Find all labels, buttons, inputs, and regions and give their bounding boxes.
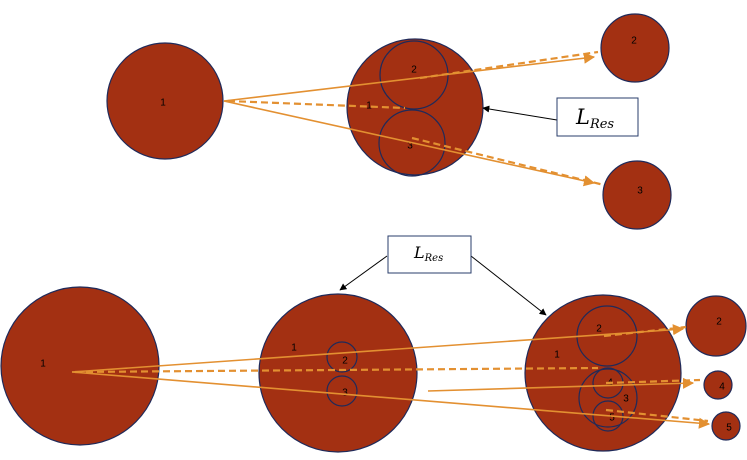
top-resonator-label-1: 1 xyxy=(366,101,372,112)
top-target-label-2: 2 xyxy=(631,36,637,47)
top-target-node-2 xyxy=(600,13,670,83)
bottom-resonator-1-sub-3 xyxy=(326,375,358,407)
bottom-ray-lower xyxy=(71,371,711,429)
bottom-target-label-5: 5 xyxy=(726,423,732,434)
bottom-resonator-2-node xyxy=(524,294,682,452)
top-dash-upper xyxy=(419,50,599,80)
bottom-lres-text: LRes xyxy=(413,243,443,264)
bottom-dash-upper xyxy=(603,325,687,338)
bottom-lres-sub: Res xyxy=(424,253,444,264)
bottom-resonator-2-label-1: 1 xyxy=(554,350,560,361)
top-lres-box xyxy=(556,97,639,137)
bottom-dash-middle xyxy=(605,378,701,385)
bottom-target-node-5 xyxy=(711,411,741,441)
bottom-ray-middle xyxy=(427,377,695,392)
top-resonator-label-3: 3 xyxy=(407,141,413,152)
top-dash-center xyxy=(227,99,406,110)
bottom-resonator-1-sub-2 xyxy=(326,341,358,373)
top-lres-pointer xyxy=(482,105,558,121)
bottom-target-label-4: 4 xyxy=(719,382,725,393)
bottom-source-label: 1 xyxy=(40,359,46,370)
bottom-resonator-1-label-3: 3 xyxy=(342,388,348,399)
top-ray-upper xyxy=(223,52,596,102)
bottom-resonator-2-label-5: 5 xyxy=(609,413,615,424)
top-lres-text: LRes xyxy=(575,105,614,132)
bottom-resonator-1-node xyxy=(258,293,418,453)
top-resonator-label-2: 2 xyxy=(411,65,417,76)
bottom-dash-lower xyxy=(605,408,709,423)
top-source-label: 1 xyxy=(160,98,166,109)
bottom-diagram: 1 1 2 3 1 2 4 3 5 2 4 5 xyxy=(0,235,747,453)
top-ray-lower xyxy=(223,100,596,187)
bottom-lres-pointer-right xyxy=(470,255,547,316)
bottom-target-node-4 xyxy=(703,370,733,400)
top-target-node-3 xyxy=(602,160,672,230)
bottom-resonator-1-label-1: 1 xyxy=(291,343,297,354)
bottom-ray-upper xyxy=(71,324,685,373)
top-lres-sub: Res xyxy=(589,117,614,132)
bottom-resonator-2-label-3: 3 xyxy=(623,394,629,405)
bottom-target-node-2 xyxy=(685,295,747,357)
bottom-target-label-2: 2 xyxy=(716,317,722,328)
top-lres-main: L xyxy=(575,105,590,129)
top-diagram: 1 1 2 3 2 3 LRes xyxy=(106,13,672,230)
top-resonator-sub-3 xyxy=(378,109,446,177)
bottom-resonator-2-label-2: 2 xyxy=(596,324,602,335)
bottom-dash-center xyxy=(74,366,599,374)
top-target-label-3: 3 xyxy=(637,186,643,197)
bottom-resonator-1-label-2: 2 xyxy=(342,356,348,367)
bottom-resonator-2-sub-3 xyxy=(578,368,638,428)
bottom-lres-main: L xyxy=(413,243,425,262)
bottom-lres-box xyxy=(387,235,472,274)
bottom-resonator-2-sub-5 xyxy=(592,400,624,432)
bottom-source-node xyxy=(0,286,160,446)
bottom-lres-pointer-left xyxy=(339,255,388,291)
top-source-node xyxy=(106,42,224,160)
